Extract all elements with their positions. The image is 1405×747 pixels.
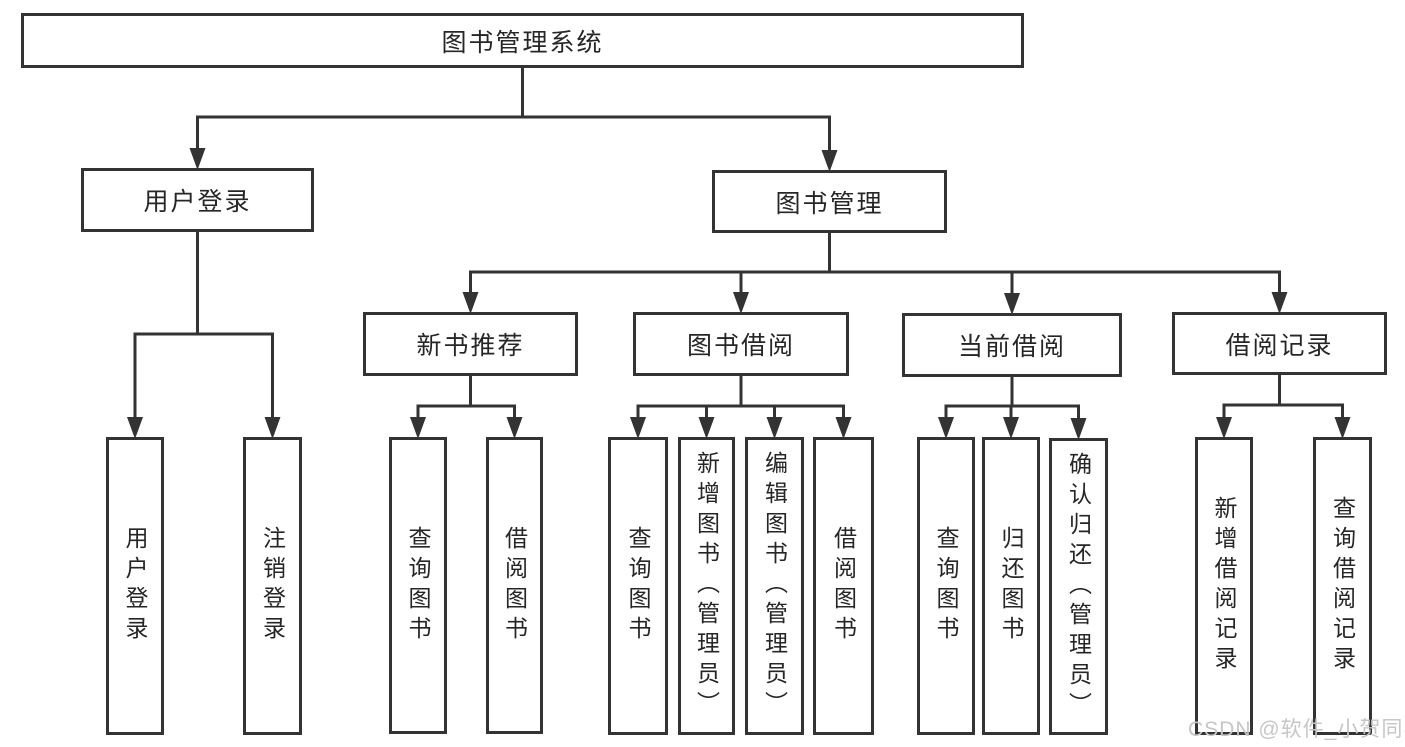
- node-leaf-borrow-books-2: 借阅图书: [813, 437, 874, 735]
- connector-current-borrowing: [938, 373, 1087, 440]
- node-leaf-query-books-3: 查询图书: [917, 437, 975, 735]
- csdn-watermark: CSDN @软件_小贺同学: [1188, 718, 1405, 741]
- node-book-management: 图书管理: [712, 170, 947, 233]
- node-leaf-add-borrow-record: 新增借阅记录: [1195, 437, 1253, 735]
- connector-book-borrowing: [630, 372, 852, 439]
- node-leaf-add-books-admin: 新增图书（管理员）: [678, 437, 735, 735]
- node-leaf-confirm-return-admin: 确认归还（管理员）: [1049, 438, 1108, 735]
- node-leaf-logout: 注销登录: [243, 437, 302, 735]
- node-user-login: 用户登录: [81, 168, 314, 232]
- node-leaf-query-books-2: 查询图书: [608, 437, 668, 735]
- connector-new-book-recommend: [410, 372, 523, 439]
- node-leaf-edit-books-admin: 编辑图书（管理员）: [745, 437, 804, 735]
- node-leaf-user-login: 用户登录: [106, 437, 164, 735]
- node-leaf-borrow-books-1: 借阅图书: [486, 437, 543, 734]
- node-current-borrowing: 当前借阅: [902, 313, 1122, 377]
- node-new-book-recommend: 新书推荐: [363, 312, 578, 376]
- node-book-borrowing: 图书借阅: [633, 312, 849, 376]
- node-leaf-return-books: 归还图书: [982, 437, 1040, 735]
- node-root: 图书管理系统: [21, 13, 1024, 68]
- connector-root: [189, 64, 838, 172]
- node-leaf-query-borrow-record: 查询借阅记录: [1313, 437, 1372, 735]
- node-borrow-records: 借阅记录: [1172, 312, 1387, 375]
- connector-borrow-records: [1216, 371, 1351, 439]
- connector-book-management: [462, 229, 1288, 315]
- connector-user-login: [127, 228, 281, 439]
- node-leaf-query-books-1: 查询图书: [389, 437, 447, 734]
